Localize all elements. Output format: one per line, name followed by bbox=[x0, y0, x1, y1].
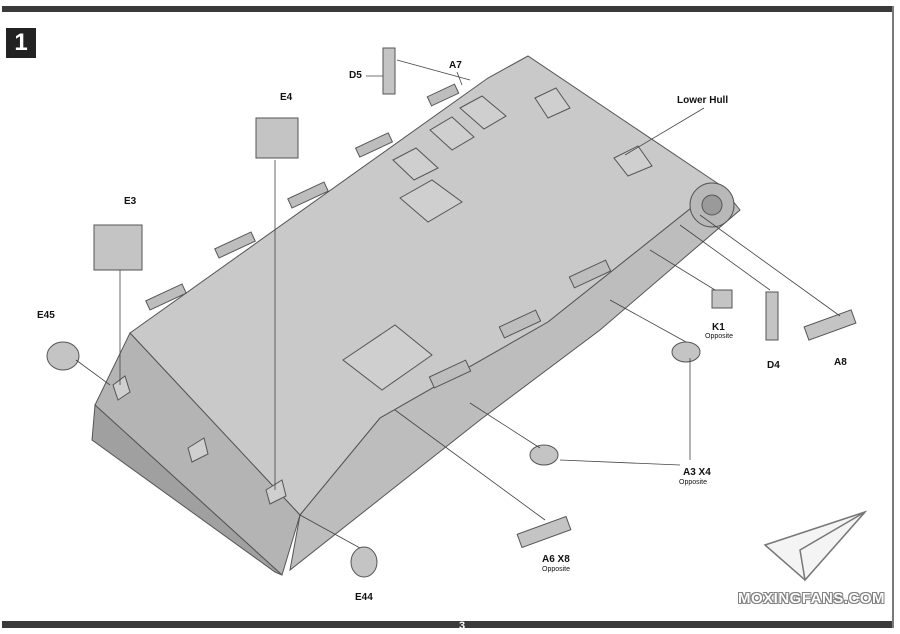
part-a6 bbox=[516, 515, 572, 549]
part-d5 bbox=[382, 47, 396, 95]
part-e3 bbox=[93, 224, 143, 271]
label-a6: A6 X8 bbox=[542, 554, 570, 565]
watermark-text: MOXINGFANS.COM bbox=[738, 590, 886, 607]
right-border bbox=[892, 6, 894, 628]
label-k1-note: Opposite bbox=[705, 333, 734, 340]
label-e45: E45 bbox=[37, 310, 55, 321]
step-number: 1 bbox=[6, 28, 36, 58]
part-a3-2 bbox=[529, 444, 559, 466]
page-number: 3 bbox=[458, 620, 466, 632]
label-d4: D4 bbox=[767, 360, 780, 371]
label-a7: A7 bbox=[449, 60, 462, 71]
part-d4 bbox=[765, 291, 779, 341]
leader-lines bbox=[75, 59, 841, 549]
label-a3: A3 X4 bbox=[683, 467, 711, 478]
label-a8: A8 bbox=[834, 357, 847, 368]
part-e44 bbox=[350, 546, 378, 578]
label-e44: E44 bbox=[355, 592, 373, 603]
part-a8 bbox=[803, 309, 857, 341]
label-a3-note: Opposite bbox=[679, 479, 708, 486]
label-k1: K1 bbox=[712, 322, 725, 333]
bottom-border bbox=[2, 621, 892, 628]
label-d5: D5 bbox=[349, 70, 362, 81]
part-e4 bbox=[255, 117, 299, 159]
part-e45 bbox=[46, 341, 80, 371]
label-e3: E3 bbox=[124, 196, 137, 207]
label-lower-hull: Lower Hull bbox=[677, 95, 729, 106]
loose-parts bbox=[46, 47, 857, 578]
part-k1 bbox=[711, 289, 733, 309]
suspension-arms bbox=[145, 83, 612, 389]
top-border bbox=[2, 6, 892, 12]
lower-hull-drawing bbox=[91, 55, 741, 576]
label-a6-note: Opposite bbox=[542, 566, 571, 573]
label-e4: E4 bbox=[280, 92, 293, 103]
